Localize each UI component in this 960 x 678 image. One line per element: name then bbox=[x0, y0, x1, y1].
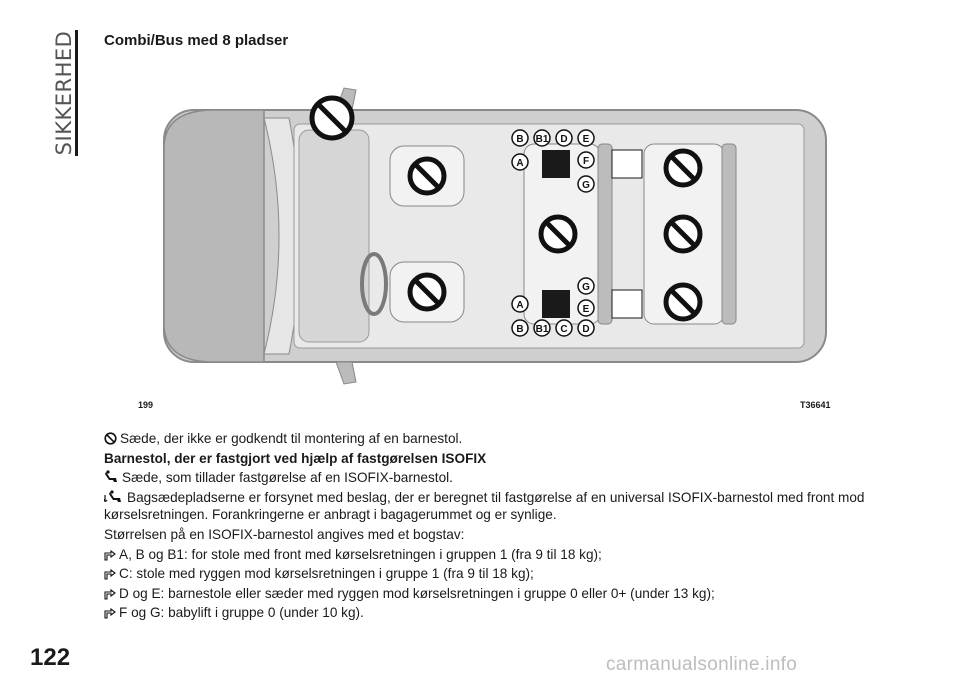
figure-code: T36641 bbox=[800, 400, 831, 410]
vehicle-seat-diagram: B B1 D E A F G G E A B B1 C D bbox=[104, 58, 834, 418]
badge-text: B1 bbox=[536, 134, 549, 145]
no-seat-icon bbox=[407, 148, 703, 322]
section-tab-rule bbox=[75, 30, 78, 156]
figure-id: 199 bbox=[138, 400, 154, 410]
badge-text: E bbox=[583, 304, 590, 315]
bullet-arrow-icon bbox=[104, 608, 116, 619]
size-item: F og G: babylift i gruppe 0 (under 10 kg… bbox=[104, 604, 924, 622]
legend-no-seat: Sæde, der ikke er godkendt til montering… bbox=[104, 430, 924, 448]
page-number: 122 bbox=[30, 644, 71, 671]
badge-text: D bbox=[560, 134, 567, 145]
watermark: carmanualsonline.info bbox=[606, 654, 798, 675]
badge-text: A bbox=[516, 158, 523, 169]
bullet-arrow-icon bbox=[104, 549, 116, 561]
isofix-anchor-seat-icon bbox=[104, 490, 121, 502]
badge-text: F bbox=[583, 156, 589, 167]
section-tab: SIKKERHED bbox=[52, 30, 78, 156]
isofix-seat-icon bbox=[542, 149, 643, 319]
mirror-bottom bbox=[335, 361, 357, 385]
bullet-arrow-icon bbox=[104, 569, 116, 580]
badge-text: D bbox=[582, 324, 589, 335]
middle-bench-back bbox=[597, 143, 613, 325]
badge-text: A bbox=[516, 300, 523, 311]
badge-text: C bbox=[560, 324, 567, 335]
bullet-arrow-icon bbox=[104, 588, 116, 600]
badge-text: B bbox=[516, 134, 523, 145]
legend-rear-seats: Bagsædepladserne er forsynet med beslag,… bbox=[104, 489, 865, 523]
isofix-heading: Barnestol, der er fastgjort ved hjælp af… bbox=[104, 450, 487, 466]
badge-text: G bbox=[582, 282, 590, 293]
page-title: Combi/Bus med 8 pladser bbox=[104, 32, 289, 49]
vehicle-hood bbox=[163, 109, 265, 363]
dashboard bbox=[298, 129, 370, 343]
legend-isofix-seat: Sæde, som tillader fastgørelse af en ISO… bbox=[104, 469, 924, 487]
badge-text: B bbox=[516, 324, 523, 335]
section-tab-label: SIKKERHED bbox=[52, 30, 76, 156]
rear-bench-back bbox=[721, 143, 737, 325]
steering-wheel bbox=[360, 252, 388, 316]
badge-text: E bbox=[583, 134, 590, 145]
badge-text: G bbox=[582, 180, 590, 191]
seat-letter-badge bbox=[511, 129, 595, 337]
size-intro: Størrelsen på en ISOFIX-barnestol angive… bbox=[104, 526, 465, 542]
airbag-warning-icon bbox=[309, 95, 355, 141]
size-item: D og E: barnestole eller sæder med rygge… bbox=[104, 585, 924, 603]
isofix-seat-icon bbox=[105, 470, 117, 483]
legend-text: Sæde, der ikke er godkendt til montering… bbox=[104, 430, 924, 624]
badge-text: B1 bbox=[536, 324, 549, 335]
no-seat-icon bbox=[104, 432, 117, 445]
size-item: A, B og B1: for stole med front med kørs… bbox=[104, 546, 924, 564]
size-item: C: stole med ryggen mod kørselsretningen… bbox=[104, 565, 924, 583]
